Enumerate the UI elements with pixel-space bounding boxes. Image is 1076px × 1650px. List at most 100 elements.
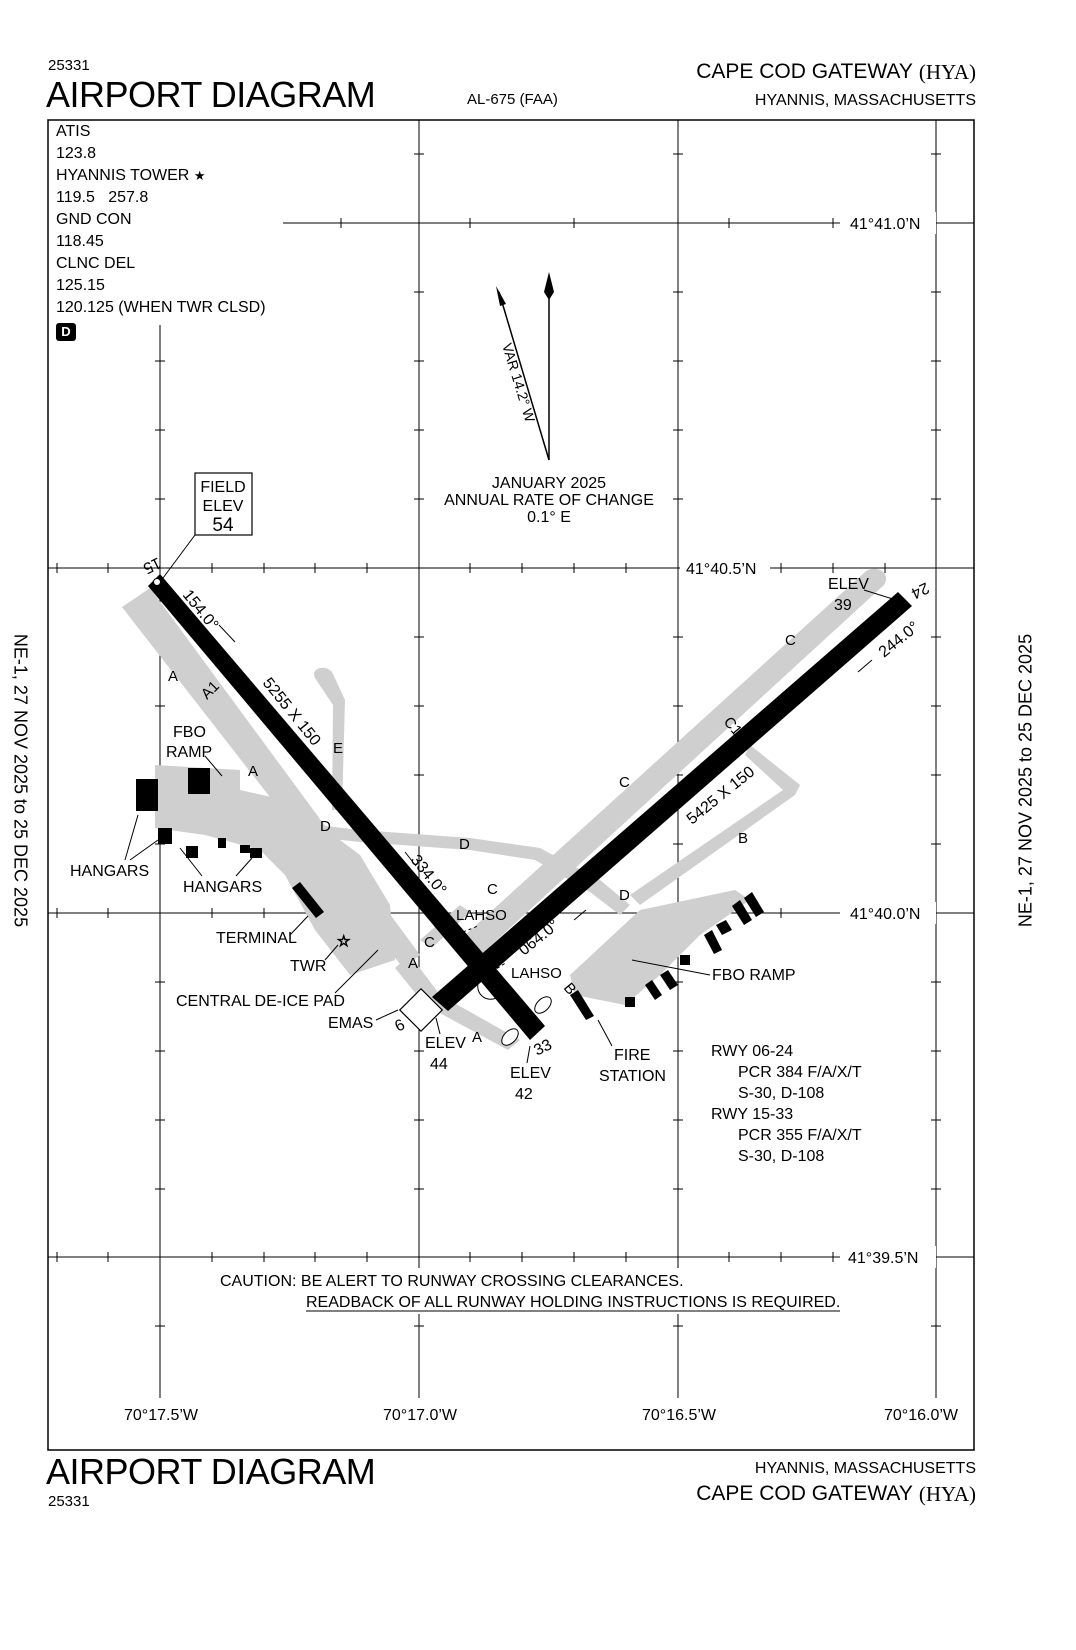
hangars-label-1: HANGARS — [70, 863, 149, 880]
east-hangar-5 — [704, 930, 722, 954]
taxiway-label-d-1: D — [320, 818, 331, 835]
footer-title: AIRPORT DIAGRAM — [46, 1451, 376, 1492]
taxiway-label-c-1: C — [785, 632, 796, 649]
fbo-ramp-east-leader — [631, 959, 711, 976]
chart-title: AIRPORT DIAGRAM — [46, 74, 376, 115]
hangar-building-4 — [218, 838, 226, 848]
chart-number: 25331 — [48, 57, 90, 74]
rwy15-33-label: RWY 15-33 — [711, 1106, 793, 1123]
magnetic-north-line — [498, 291, 550, 461]
heading-334-arrow — [404, 851, 417, 867]
latitude-label-41-0: 41°41.0’N — [850, 216, 920, 233]
rwy06-24-pcr: PCR 384 F/A/X/T — [738, 1064, 862, 1081]
hangar-building-2 — [158, 828, 172, 844]
header-airport-name: CAPE COD GATEWAY — [696, 60, 913, 83]
fbo-ramp-west-label-1: FBO — [173, 724, 206, 741]
latitude-label-40-0: 41°40.0’N — [850, 906, 920, 923]
east-hangar-1 — [625, 997, 635, 1007]
taxiway-label-a-4: A — [472, 1029, 482, 1046]
atis-label: ATIS — [56, 123, 91, 140]
taxiway-label-c-4: C — [424, 934, 435, 951]
footer-airport-name: CAPE COD GATEWAY — [696, 1482, 913, 1505]
tower-star-icon: ☆ — [337, 932, 350, 950]
tower-row: HYANNIS TOWER ★ — [56, 165, 266, 187]
gnd-frequency: 118.45 — [56, 233, 104, 250]
longitude-label-16-5: 70°16.5’W — [642, 1407, 717, 1424]
east-hangar-2 — [645, 980, 662, 1000]
lahso-markings — [451, 925, 508, 1000]
true-north-arrowhead — [544, 272, 554, 300]
elev-6-leader — [435, 1017, 441, 1035]
procedure-id: AL-675 (FAA) — [467, 91, 558, 108]
mag-rate-value: 0.1° E — [527, 509, 571, 526]
runway-15-33 — [148, 574, 545, 1040]
runway-end-15: 15 — [140, 554, 164, 577]
fbo-ramp-east-label: FBO RAMP — [712, 967, 796, 984]
effective-dates-left: NE-1, 27 NOV 2025 to 25 DEC 2025 — [10, 633, 31, 928]
pavement — [122, 568, 887, 1050]
elev-24-label: ELEV — [828, 576, 869, 593]
fbo-ramp-west-leader — [204, 755, 223, 777]
east-hangar-3 — [660, 970, 678, 990]
clnc-frequency: 125.15 — [56, 277, 105, 294]
tower-label: TWR — [290, 958, 326, 975]
hangar-building-1 — [136, 779, 158, 811]
fbo-building — [188, 768, 210, 794]
runway-end-6: 6 — [392, 1016, 408, 1035]
tower-label: HYANNIS TOWER — [56, 167, 190, 184]
field-elev-value: 54 — [212, 515, 234, 536]
mag-rate-label: ANNUAL RATE OF CHANGE — [444, 492, 654, 509]
taxiway-label-e: E — [333, 740, 343, 757]
taxiway-label-c-3: C — [487, 881, 498, 898]
taxiway-e — [313, 667, 345, 810]
terminal-label: TERMINAL — [216, 930, 297, 947]
taxiway-c — [455, 568, 887, 960]
hangar-building-5 — [240, 845, 250, 853]
north-arrows: VAR 14.2° W — [496, 272, 554, 461]
east-hangar-7 — [732, 900, 752, 925]
deice-pad-label: CENTRAL DE-ICE PAD — [176, 993, 345, 1010]
runway-end-33: 33 — [531, 1036, 555, 1059]
fire-station-building — [570, 990, 594, 1020]
gnd-label: GND CON — [56, 211, 132, 228]
fire-station-label-2: STATION — [599, 1068, 666, 1085]
taxiway-b — [630, 745, 800, 905]
taxiway-label-a-2: A — [248, 763, 258, 780]
field-elev-line2: ELEV — [203, 498, 244, 515]
west-fbo-ramp — [155, 765, 395, 975]
footer-airport-id: (HYA) — [918, 1482, 976, 1506]
hangar-building-6 — [250, 848, 262, 858]
taxiway-label-a-1: A — [168, 668, 178, 685]
east-hangar-4 — [680, 955, 690, 965]
taxiway-label-c-2: C — [619, 774, 630, 791]
elev-33-leader — [526, 1045, 531, 1064]
heading-064-arrow — [573, 909, 587, 921]
effective-dates-right: NE-1, 27 NOV 2025 to 25 DEC 2025 — [1015, 633, 1036, 928]
heading-244-arrow — [857, 659, 873, 673]
runways — [148, 574, 912, 1040]
clnc-label: CLNC DEL — [56, 255, 136, 272]
lahso-hold-bar-2 — [477, 977, 501, 1000]
runway-end-24: 24 — [908, 579, 932, 602]
hangars-label-2: HANGARS — [183, 879, 262, 896]
longitude-label-16-0: 70°16.0’W — [884, 1407, 959, 1424]
terminal-leader — [289, 915, 309, 936]
elev-24-value: 39 — [834, 597, 852, 614]
magnetic-north-arrowhead — [496, 286, 506, 306]
chart-frame — [47, 119, 975, 1451]
elev-6-label: ELEV — [425, 1035, 466, 1052]
rwy06-24-strength: S-30, D-108 — [738, 1085, 824, 1102]
latitude-label-40-5: 41°40.5’N — [686, 561, 756, 578]
lahso-label-1: LAHSO — [456, 907, 507, 924]
rwy06-24-label: RWY 06-24 — [711, 1043, 793, 1060]
elev-33-value: 42 — [515, 1086, 533, 1103]
mag-date: JANUARY 2025 — [492, 475, 606, 492]
rwy15-33-pcr: PCR 355 F/A/X/T — [738, 1127, 862, 1144]
east-hangar-8 — [744, 892, 764, 917]
latitude-label-39-5: 41°39.5’N — [848, 1250, 918, 1267]
hold-position-ovals — [501, 996, 552, 1046]
tower-frequency: 119.5 257.8 — [56, 189, 149, 206]
longitude-label-17-0: 70°17.0’W — [383, 1407, 458, 1424]
lahso-label-2: LAHSO — [511, 965, 562, 982]
